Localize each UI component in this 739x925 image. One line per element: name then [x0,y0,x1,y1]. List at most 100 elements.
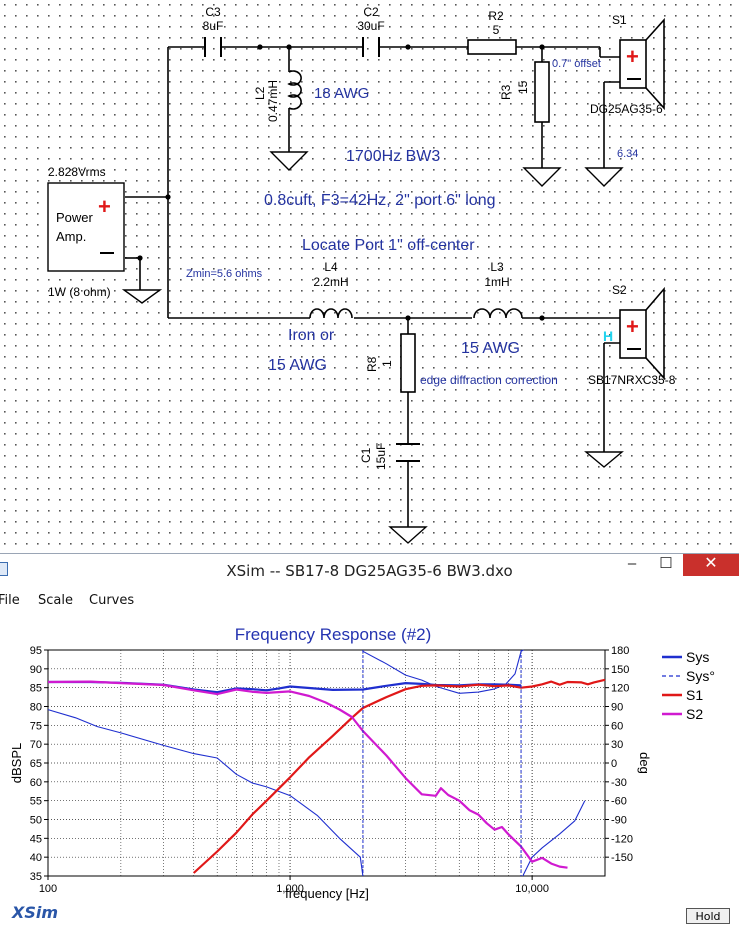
menu-scale[interactable]: Scale [38,593,73,608]
maximize-button[interactable]: ☐ [659,555,673,572]
l4-value: 2.2mH [313,275,348,289]
resistor-r2[interactable]: R2 5 [467,9,517,55]
xsim-window: XSim -- SB17-8 DG25AG35-6 BW3.dxo – ☐ ✕ … [0,553,739,924]
y-tick-label: 50 [30,815,42,827]
x-axis-label: frequency [Hz] [285,886,369,901]
capacitor-c2[interactable]: C2 30uF [357,5,385,57]
chart-title: Frequency Response (#2) [235,625,432,644]
window-titlebar[interactable]: XSim -- SB17-8 DG25AG35-6 BW3.dxo – ☐ ✕ [0,553,739,587]
source-power: 1W (8 ohm) [48,285,111,299]
l2-value: 0.47mH [266,80,280,122]
y2-tick-label: -150 [611,852,633,864]
menu-file[interactable]: File [0,593,20,608]
r8-value: 1 [380,360,394,367]
y-tick-label: 40 [30,852,42,864]
hold-button[interactable]: Hold [686,908,730,924]
speaker-s1[interactable]: + S1 0.7" offset DG25AG35-6 6.34 [552,13,665,160]
c1-name: C1 [359,447,373,463]
series-line-s2 [47,680,568,869]
y-tick-label: 55 [30,796,42,808]
c1-value: 15uF [374,443,388,470]
x-tick-label: 1,000 [276,883,304,895]
source-label-2: Amp. [56,229,86,244]
c3-name: C3 [205,5,221,19]
s1-model: DG25AG35-6 [590,102,663,116]
l2-name: L2 [253,86,267,100]
s2-model: SB17NRXC35-8 [588,373,676,387]
power-amp-source[interactable]: Power Amp. + 2.828Vrms 1W (8 ohm) [47,165,125,299]
legend-label: S2 [686,706,703,722]
ground-icons [121,151,624,544]
capacitor-c1[interactable]: C1 15uF [359,443,420,470]
y-tick-label: 35 [30,871,42,883]
y-tick-label: 70 [30,739,42,751]
y2-tick-label: 120 [611,683,629,695]
close-button[interactable]: ✕ [683,554,739,576]
l3-note: 15 AWG [461,340,520,357]
y2-tick-label: -30 [611,777,627,789]
s1-name: S1 [612,13,627,27]
y-tick-label: 90 [30,664,42,676]
resistor-r3[interactable]: R3 15 [499,61,550,123]
y-tick-label: 60 [30,777,42,789]
l4-note-1: Iron or [288,327,335,344]
menu-curves[interactable]: Curves [89,593,135,608]
y-tick-label: 95 [30,645,42,657]
note-zmin: Zmin=5.6 ohms [186,268,263,280]
note-bw3: 1700Hz BW3 [346,148,440,165]
note-box: 0.8cuft, F3=42Hz, 2" port 6" long [264,192,496,209]
note-port: Locate Port 1" off-center [302,237,475,254]
y2-tick-label: 180 [611,645,629,657]
y2-tick-label: -60 [611,796,627,808]
junction-dots [137,44,545,321]
r3-name: R3 [499,84,513,100]
wires [125,46,622,527]
dot-grid-background [0,0,739,553]
y2-axis-label: deg [637,752,652,774]
r3-value: 15 [516,80,530,94]
y2-tick-label: 0 [611,758,617,770]
inductor-l4[interactable]: L4 2.2mH Iron or 15 AWG [268,260,353,374]
series-line-s1 [192,678,606,874]
legend-label: S1 [686,687,703,703]
frequency-response-chart: Frequency Response (#2) 35 40 45 50 55 60 65 70… [9,625,715,901]
inductor-l2[interactable]: L2 0.47mH 18 AWG [253,70,369,122]
r8-name: R8 [365,356,379,372]
speaker-s2[interactable]: + H S2 SB17NRXC35-8 [588,283,676,387]
app-icon[interactable] [0,562,8,576]
l2-note: 18 AWG [314,85,369,102]
resistor-r8[interactable]: R8 1 edge diffraction correction [365,333,558,393]
c2-value: 30uF [357,19,384,33]
y-tick-label: 65 [30,758,42,770]
minimize-button[interactable]: – [627,555,637,572]
series-layer [47,649,606,877]
s2-name: S2 [612,283,627,297]
source-plus-icon: + [98,194,111,219]
r8-note: edge diffraction correction [420,373,558,387]
y-tick-label: 45 [30,833,42,845]
s1-plus-icon: + [626,44,639,69]
xsim-brand-logo: XSim [12,903,59,922]
s2-plus-icon: + [626,314,639,339]
y2-tick-label: 90 [611,702,623,714]
r2-name: R2 [488,9,504,23]
source-label-1: Power [56,210,94,225]
l4-note-2: 15 AWG [268,357,327,374]
capacitor-c3[interactable]: C3 8uF [203,5,224,57]
l4-name: L4 [324,260,338,274]
menu-bar: File Scale Curves [0,587,739,613]
s2-cursor-icon: H [603,328,613,344]
crossover-schematic: C3 8uF C2 30uF R2 5 L2 0.47mH 18 AWG R3 … [0,0,739,553]
window-title: XSim -- SB17-8 DG25AG35-6 BW3.dxo [226,562,513,580]
inductor-l3[interactable]: L3 1mH 15 AWG [461,260,523,357]
y2-tick-label: -90 [611,815,627,827]
y-tick-label: 85 [30,683,42,695]
y-tick-label: 80 [30,702,42,714]
l3-value: 1mH [484,275,509,289]
source-voltage: 2.828Vrms [48,165,106,179]
y2-tick-label: -120 [611,833,633,845]
legend-label: Sys° [686,668,715,684]
